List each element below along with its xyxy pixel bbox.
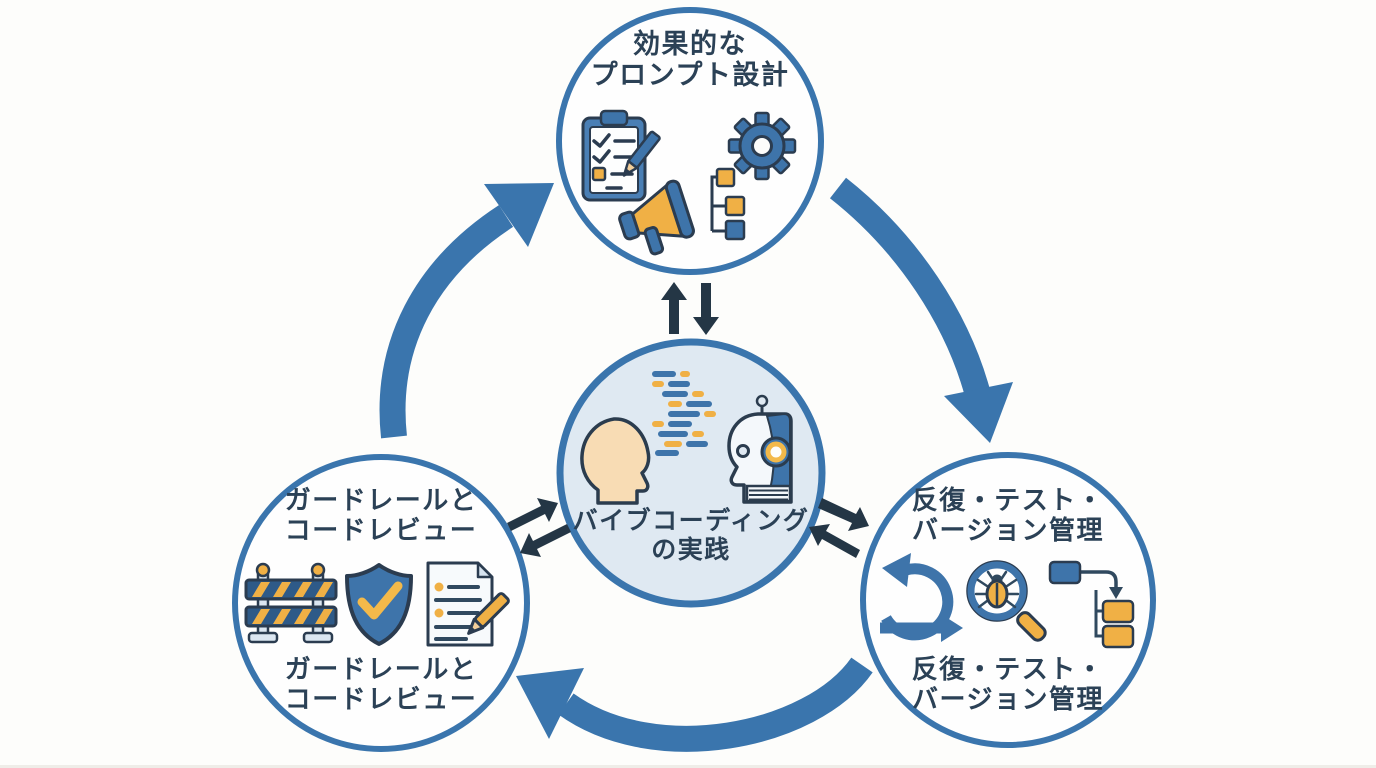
cycle-arrow-top-to-right-icon bbox=[829, 177, 1013, 443]
arrow-down-icon bbox=[693, 283, 719, 335]
top-node-label: 効果的な プロンプト設計 bbox=[590, 29, 790, 92]
top-node-label-line2: プロンプト設計 bbox=[590, 59, 790, 91]
center-node-label: バイブコーディング の実践 bbox=[572, 506, 810, 564]
center-node-label-line2: の実践 bbox=[651, 534, 731, 564]
checklist-clipboard-icon bbox=[581, 109, 647, 202]
center-node-circle bbox=[556, 338, 826, 608]
right-node-label-top-line2: バージョン管理 bbox=[912, 515, 1104, 546]
exchange-arrows-top-center bbox=[661, 282, 719, 335]
megaphone-icon bbox=[618, 179, 695, 256]
document-review-icon bbox=[426, 561, 510, 647]
flowchart-icon bbox=[710, 167, 746, 241]
arrow-up-icon bbox=[661, 282, 687, 334]
top-node-label-line1: 効果的な bbox=[632, 29, 747, 60]
top-node-circle bbox=[556, 7, 824, 275]
gear-icon bbox=[727, 111, 797, 181]
right-node-label-bottom-line1: 反復・テスト・ bbox=[911, 655, 1105, 685]
version-branch-icon bbox=[1048, 560, 1135, 649]
shield-check-icon bbox=[345, 563, 413, 646]
left-node-label-bottom-line1: ガードレールと bbox=[284, 655, 478, 685]
exchange-arrows-center-right bbox=[809, 498, 869, 558]
cycle-arrow-right-to-left-icon bbox=[516, 657, 873, 752]
barrier-icon bbox=[244, 562, 338, 644]
arrow-right-icon bbox=[818, 498, 869, 531]
code-lines-icon bbox=[652, 371, 716, 456]
iteration-loop-icon bbox=[880, 553, 963, 642]
right-node-label-bottom: 反復・テスト・ バージョン管理 bbox=[911, 655, 1105, 715]
center-node-label-line1: バイブコーディング bbox=[572, 506, 810, 535]
image-bottom-edge bbox=[0, 765, 1376, 768]
pencil-icon bbox=[622, 130, 661, 177]
cycle-arrow-left-to-top-icon bbox=[379, 183, 554, 439]
human-head-icon bbox=[580, 417, 651, 505]
arrow-right-icon bbox=[507, 498, 558, 531]
bug-magnifier-icon bbox=[966, 560, 1047, 642]
robot-head-icon bbox=[727, 394, 793, 504]
left-node-label-top-line1: ガードレールと bbox=[284, 486, 478, 516]
right-node-label-bottom-line2: バージョン管理 bbox=[912, 684, 1104, 715]
arrow-left-icon bbox=[520, 524, 571, 557]
left-node-label-bottom-line2: コードレビュー bbox=[284, 684, 478, 715]
exchange-arrows-center-left bbox=[507, 498, 571, 557]
left-node-label-top: ガードレールと コードレビュー bbox=[284, 486, 478, 546]
right-node-label-top: 反復・テスト・ バージョン管理 bbox=[911, 486, 1105, 546]
arrow-left-icon bbox=[809, 524, 860, 558]
right-node-label-top-line1: 反復・テスト・ bbox=[911, 486, 1105, 516]
left-node-label-top-line2: コードレビュー bbox=[284, 515, 478, 546]
left-node-label-bottom: ガードレールと コードレビュー bbox=[284, 655, 478, 715]
